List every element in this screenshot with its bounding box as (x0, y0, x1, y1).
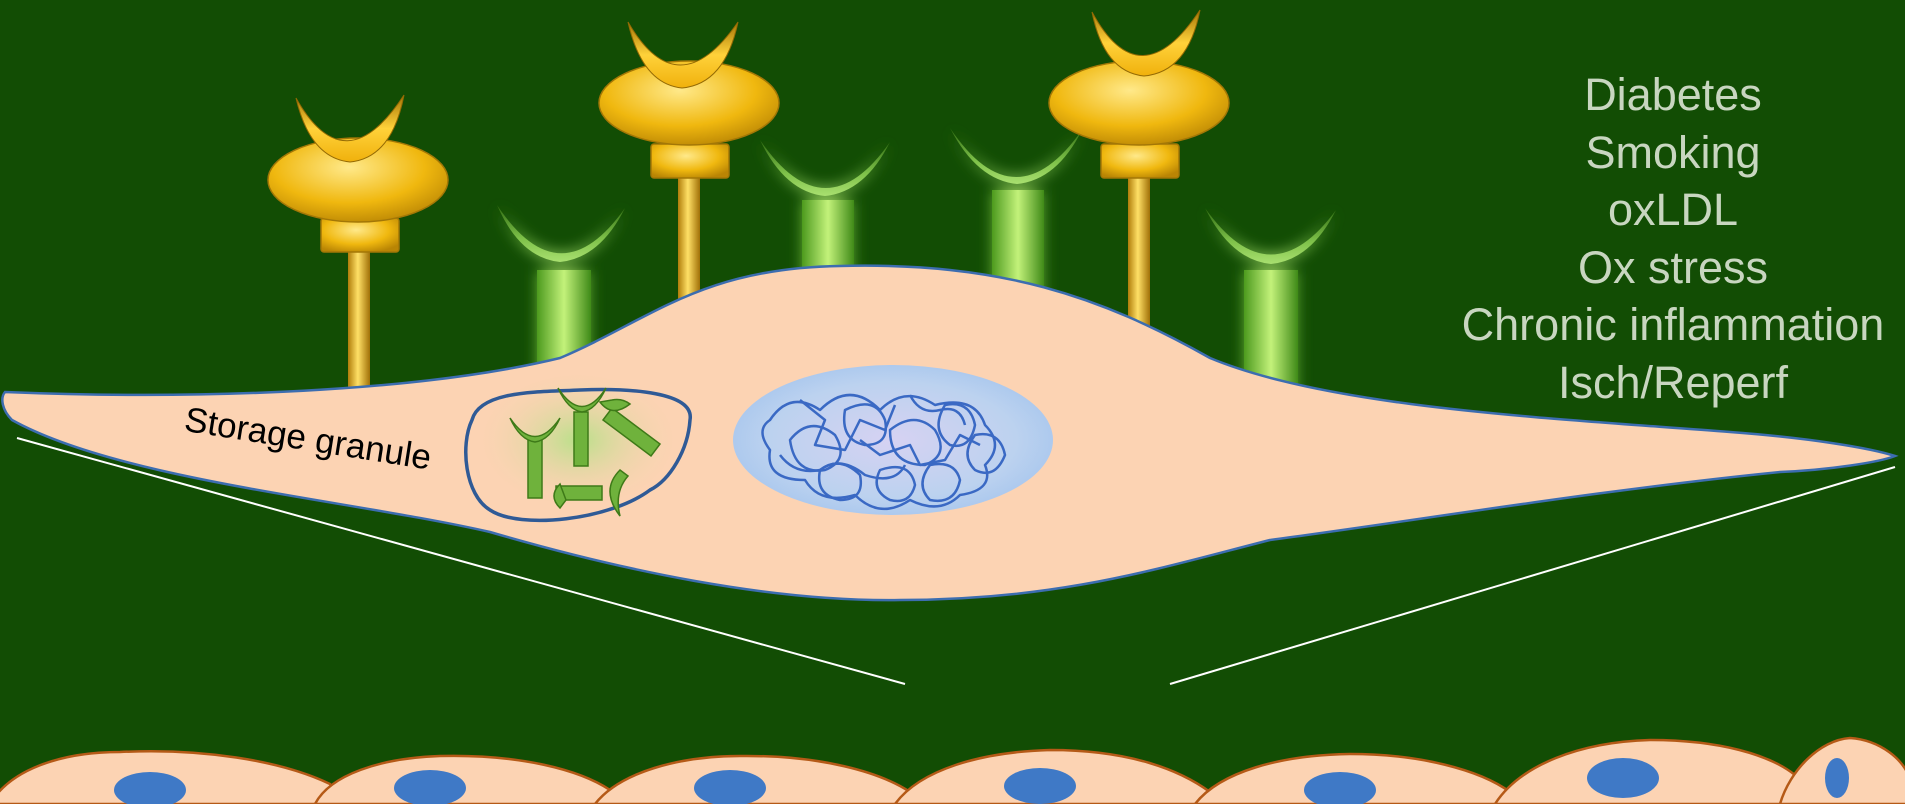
risk-factor-item: oxLDL (1438, 181, 1905, 239)
endothelial-nucleus (1587, 758, 1659, 798)
endothelial-nucleus (1825, 758, 1849, 798)
risk-factor-item: Chronic inflammation (1438, 296, 1905, 354)
endothelial-monolayer (0, 738, 1905, 804)
risk-factor-item: Diabetes (1438, 66, 1905, 124)
risk-factor-item: Ox stress (1438, 239, 1905, 297)
endothelial-cell (315, 756, 615, 804)
risk-factor-item: Isch/Reperf (1438, 354, 1905, 412)
risk-factor-item: Smoking (1438, 124, 1905, 182)
risk-factor-list: Diabetes Smoking oxLDL Ox stress Chronic… (1438, 66, 1905, 411)
gold-receptor-icon (268, 95, 448, 400)
nucleus (733, 365, 1053, 515)
gold-receptor-icon (1049, 10, 1229, 340)
endothelial-nucleus (1004, 768, 1076, 804)
